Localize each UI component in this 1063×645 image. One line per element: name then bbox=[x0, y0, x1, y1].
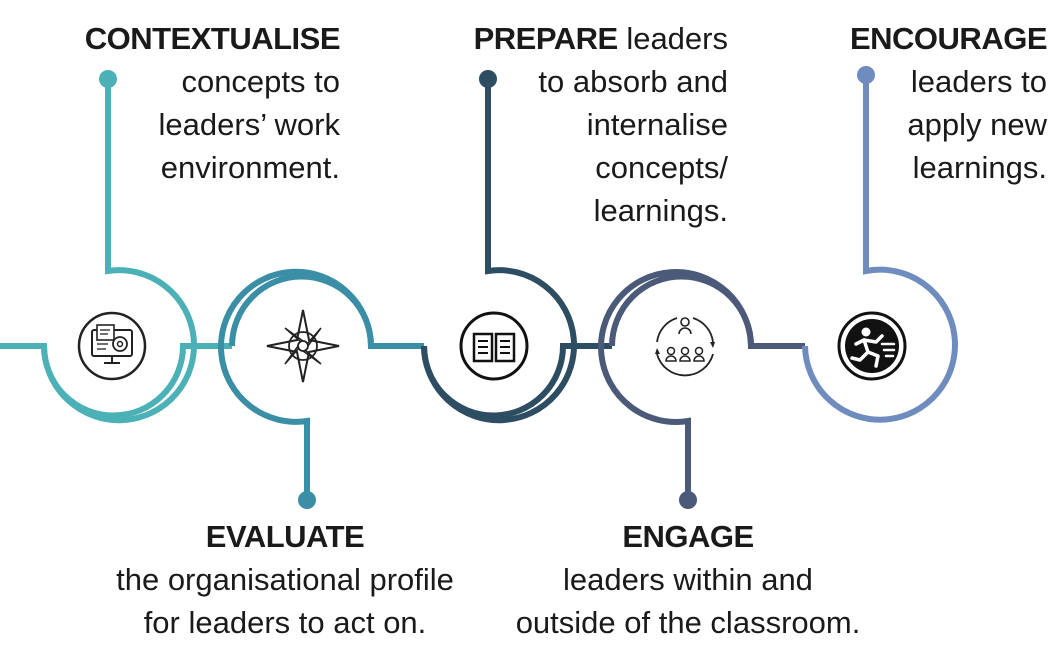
step-line: to absorb and bbox=[538, 64, 728, 99]
running-person-icon bbox=[837, 311, 907, 381]
step-line: for leaders to act on. bbox=[143, 605, 427, 640]
compass-icon bbox=[266, 309, 340, 383]
ring-engage bbox=[598, 269, 754, 500]
step-encourage: ENCOURAGE leaders to apply new learnings… bbox=[827, 17, 1048, 189]
step-contextualise: CONTEXTUALISE concepts to leaders’ work … bbox=[10, 17, 341, 189]
step-title: PREPARE bbox=[473, 21, 619, 56]
ring-prepare bbox=[421, 79, 577, 424]
step-title: EVALUATE bbox=[205, 519, 365, 554]
dot-encourage bbox=[857, 66, 875, 84]
dot-prepare bbox=[479, 70, 497, 88]
step-line: leaders bbox=[626, 21, 728, 56]
ring-encourage bbox=[802, 75, 958, 423]
step-title: CONTEXTUALISE bbox=[84, 21, 341, 56]
step-line: concepts/ bbox=[595, 150, 728, 185]
book-icon bbox=[459, 311, 529, 381]
step-line: outside of the classroom. bbox=[515, 605, 861, 640]
step-line: leaders within and bbox=[563, 562, 813, 597]
step-line: leaders to bbox=[910, 64, 1047, 99]
step-evaluate: EVALUATE the organisational profile for … bbox=[85, 515, 485, 644]
step-line: environment. bbox=[160, 150, 340, 185]
step-line: apply new bbox=[907, 107, 1047, 142]
step-prepare: PREPARE leaders to absorb and internalis… bbox=[398, 17, 728, 232]
step-title: ENCOURAGE bbox=[849, 21, 1048, 56]
group-cycle-icon bbox=[655, 317, 715, 377]
step-title: ENGAGE bbox=[622, 519, 754, 554]
dot-engage bbox=[679, 491, 697, 509]
step-engage: ENGAGE leaders within and outside of the… bbox=[488, 515, 888, 644]
step-line: internalise bbox=[586, 107, 728, 142]
step-line: concepts to bbox=[181, 64, 340, 99]
step-line: learnings. bbox=[593, 193, 728, 228]
connector-4 bbox=[609, 273, 805, 349]
step-line: leaders’ work bbox=[158, 107, 340, 142]
monitor-settings-icon bbox=[77, 311, 147, 381]
ring-evaluate bbox=[218, 268, 374, 500]
ring-contextualise bbox=[41, 79, 197, 424]
dot-evaluate bbox=[298, 491, 316, 509]
step-line: learnings. bbox=[912, 150, 1047, 185]
connector-2 bbox=[229, 273, 424, 349]
step-line: the organisational profile bbox=[116, 562, 454, 597]
dot-contextualise bbox=[99, 70, 117, 88]
